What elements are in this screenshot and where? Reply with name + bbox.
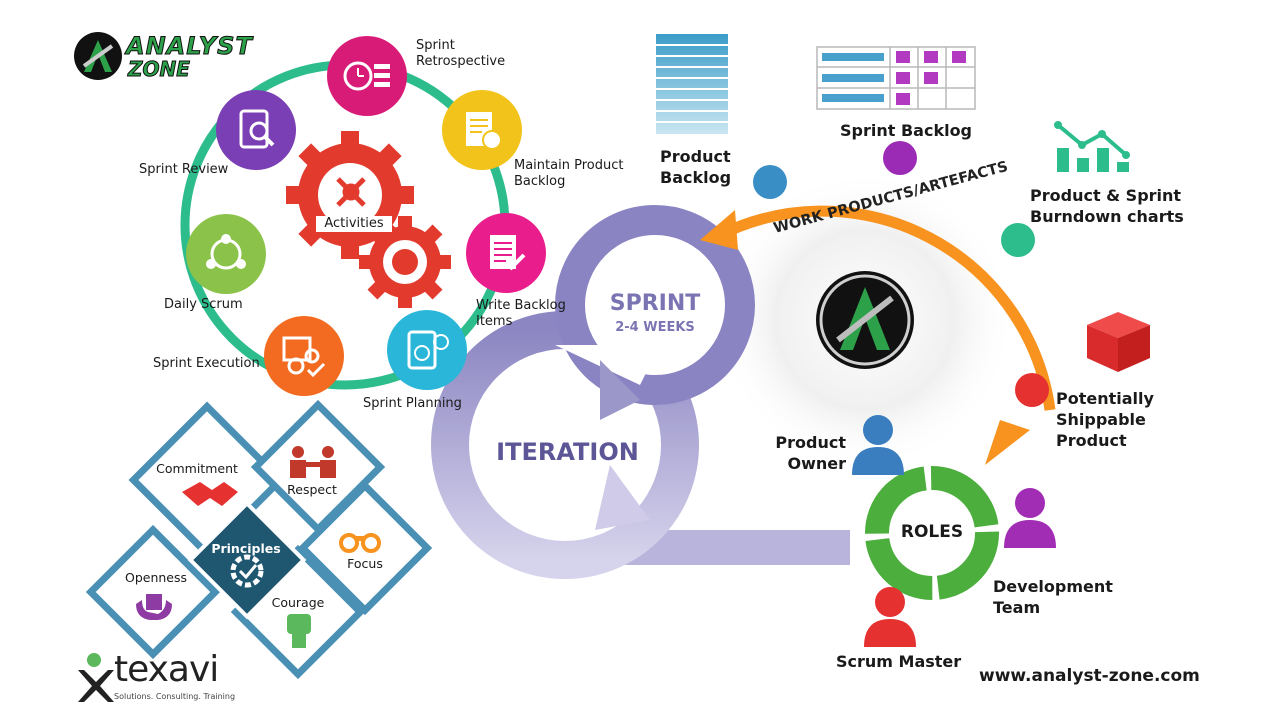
- arc-node-sprint-backlog: [883, 141, 917, 175]
- texavi-x-icon: [78, 653, 114, 702]
- write-backlog-label: Write Backlog Items: [476, 298, 566, 329]
- maintain-backlog-node: [442, 90, 522, 170]
- burndown-label: Product & Sprint Burndown charts: [1030, 186, 1184, 226]
- openness-box-hands-icon: [136, 594, 172, 620]
- sprint-title: SPRINT: [609, 291, 701, 316]
- principle-respect-label: Respect: [287, 482, 337, 497]
- shippable-label: Potentially Shippable Product: [1056, 389, 1154, 450]
- product-owner-label: Product Owner: [775, 433, 846, 473]
- team-icon: [206, 234, 246, 270]
- principles-center-label: Principles: [211, 541, 281, 556]
- sprint-duration: 2-4 WEEKS: [615, 320, 695, 335]
- clock-list-icon: [343, 61, 390, 91]
- sprint-planning-label: Sprint Planning: [363, 396, 462, 411]
- analyst-zone-center-logo: [816, 271, 914, 369]
- principles-gear-check-icon: [230, 554, 264, 588]
- sprint-backlog-grid-icon: [816, 46, 976, 110]
- respect-people-icon: [290, 446, 336, 478]
- product-backlog-stack-icon: [656, 34, 728, 134]
- maintain-backlog-label: Maintain Product Backlog: [514, 158, 624, 189]
- arc-node-shippable: [1015, 373, 1049, 407]
- logo-bottom-text: ZONE: [128, 57, 191, 82]
- analyst-zone-logo: ANALYST ZONE: [74, 32, 254, 84]
- website-link[interactable]: www.analyst-zone.com: [979, 666, 1200, 686]
- scrum-master-person-icon: [864, 587, 916, 647]
- sprint-backlog-label: Sprint Backlog: [840, 121, 973, 140]
- tablet-search-icon: [239, 109, 275, 149]
- arc-arrow-bottom: [985, 420, 1030, 465]
- document-tools-icon: [466, 112, 502, 150]
- focus-binoculars-icon: [339, 533, 381, 553]
- commitment-handshake-icon: [182, 482, 238, 506]
- iteration-loop: [420, 205, 850, 579]
- tablet-clock-icon: [407, 330, 449, 370]
- sprint-execution-node: [264, 316, 344, 396]
- principles-diamonds: [85, 399, 433, 680]
- courage-fist-icon: [287, 614, 311, 648]
- daily-scrum-node: [186, 214, 266, 294]
- product-owner-person-icon: [852, 415, 904, 475]
- texavi-tagline: Solutions. Consulting. Training: [114, 692, 236, 701]
- product-backlog-label: Product Backlog: [660, 147, 732, 187]
- daily-scrum-label: Daily Scrum: [164, 297, 243, 312]
- sprint-retrospective-node: [327, 36, 407, 116]
- activities-center-label: Activities: [316, 216, 392, 232]
- sprint-review-node: [216, 90, 296, 170]
- logo-top-text: ANALYST: [126, 32, 253, 61]
- write-backlog-node: [466, 213, 546, 293]
- analyst-zone-logo-mark-icon: [74, 32, 122, 80]
- gears-check-icon: [282, 336, 326, 378]
- activities-gears-icon: [286, 131, 451, 308]
- sprint-review-label: Sprint Review: [139, 162, 229, 177]
- texavi-name: texavi: [114, 649, 219, 690]
- sprint-execution-label: Sprint Execution: [153, 356, 260, 371]
- development-team-person-icon: [1004, 488, 1056, 548]
- principle-courage-label: Courage: [271, 595, 325, 610]
- artefacts-arc: [717, 205, 1056, 411]
- arc-node-product-backlog: [753, 165, 787, 199]
- principle-commitment-label: Commitment: [156, 461, 238, 476]
- development-team-label: Development Team: [993, 577, 1113, 617]
- roles-ring: [865, 466, 999, 600]
- principle-focus-label: Focus: [347, 556, 383, 571]
- iteration-label: ITERATION: [496, 438, 639, 466]
- document-pen-icon: [490, 235, 526, 271]
- arc-node-burndown: [1001, 223, 1035, 257]
- arc-arrow-left: [700, 210, 738, 250]
- burndown-chart-icon: [1054, 121, 1130, 172]
- sprint-retrospective-label: Sprint Retrospective: [416, 38, 506, 69]
- principle-openness-label: Openness: [124, 570, 188, 585]
- sprint-planning-node: [387, 310, 467, 390]
- shippable-product-cube-icon: [1087, 312, 1150, 372]
- roles-center-label: ROLES: [900, 522, 964, 542]
- scrum-master-label: Scrum Master: [836, 652, 962, 671]
